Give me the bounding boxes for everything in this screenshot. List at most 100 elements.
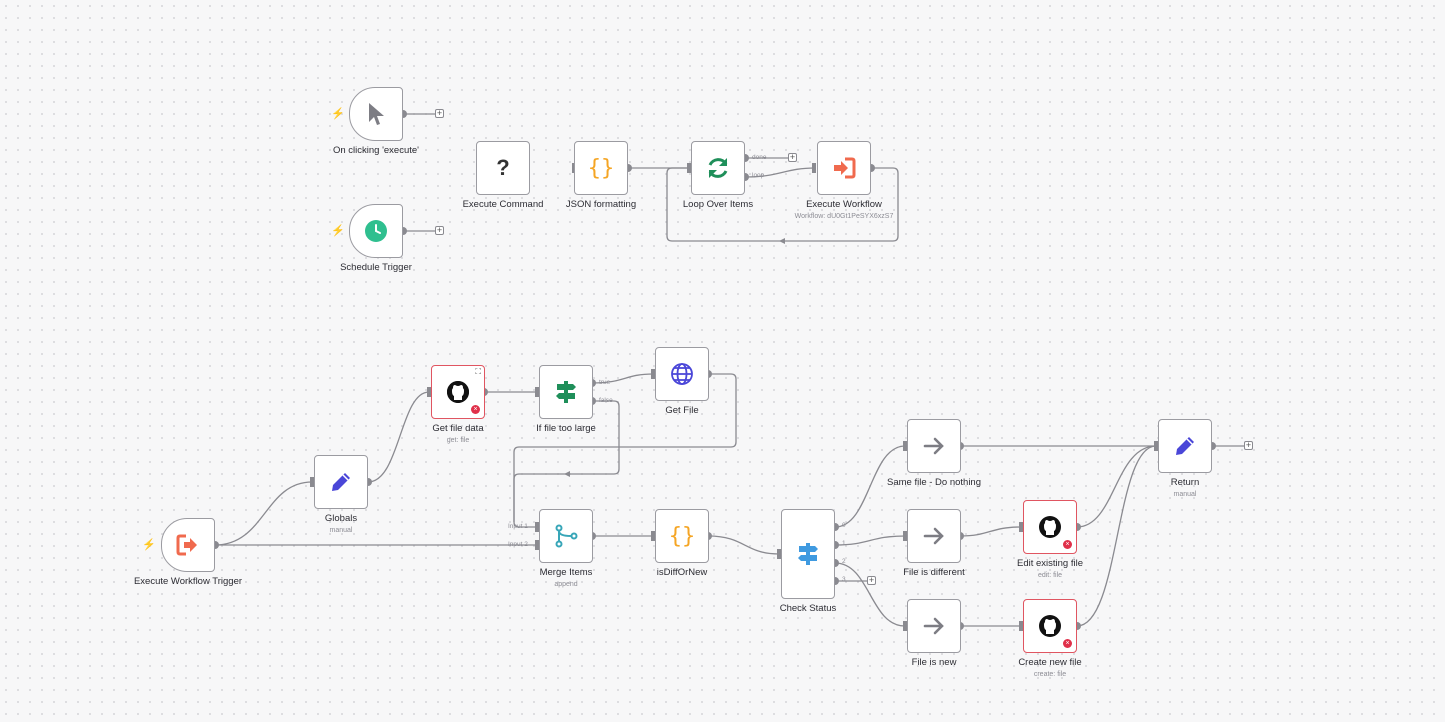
output-label-loop: loop [752,172,765,179]
wire-different-edit [959,526,1022,537]
wire-check0-same [834,445,906,528]
braces-icon: {} [587,155,615,181]
node-on-clicking-execute[interactable] [349,87,403,141]
node-label: Execute Workflow Trigger [133,576,243,587]
node-label: File is new [911,657,957,668]
wire-edit-return [1076,445,1157,528]
node-label: Same file - Do nothing [887,477,981,488]
wire-globals-getfiledata [367,391,430,483]
node-subtitle: manual [329,527,353,534]
output-label-2: 2 [842,558,846,565]
node-json-formatting[interactable]: {} [574,141,628,195]
expand-icon: ⛶ [475,367,481,376]
merge-icon [553,523,579,549]
wire-getfile-merge [513,373,737,522]
flow-arrow-false-merge [564,471,570,477]
node-label: Create new file [1018,657,1082,668]
node-label: Return [1170,477,1200,488]
node-check-status[interactable] [781,509,835,599]
input-label-2: Input 2 [508,541,528,548]
node-file-is-different[interactable] [907,509,961,563]
clock-icon [364,219,388,243]
node-get-file-data[interactable]: ⛶ × [431,365,485,419]
node-execute-command[interactable]: ? [476,141,530,195]
add-node-button[interactable]: + [867,575,876,585]
flow-arrow-back-loop [779,238,785,244]
github-icon [1038,515,1062,539]
wire-trigger-globals [214,481,313,546]
trigger-bolt-icon: ⚡ [331,225,345,237]
question-icon: ? [496,155,510,180]
node-globals[interactable] [314,455,368,509]
sign-out-icon [175,533,201,557]
node-label: Schedule Trigger [340,262,412,273]
node-is-diff-or-new[interactable]: {} [655,509,709,563]
output-label-true: true [599,379,611,386]
pen-icon [1173,434,1197,458]
wire-check1-different [834,535,906,546]
node-label: File is different [903,567,965,578]
node-label: Get File [665,405,699,416]
node-subtitle: create: file [1033,671,1067,678]
sign-in-icon [831,156,857,180]
node-label: If file too large [536,423,596,434]
node-execute-workflow[interactable] [817,141,871,195]
node-label: Globals [324,513,358,524]
refresh-icon [705,155,731,181]
add-node-button[interactable]: + [435,225,444,235]
node-label: isDiffOrNew [656,567,708,578]
github-icon [1038,614,1062,638]
arrow-right-icon [922,524,946,548]
wire-if-true-getfile [591,373,654,384]
node-subtitle: edit: file [1037,572,1063,579]
node-label: Edit existing file [1016,558,1083,569]
pen-icon [329,470,353,494]
wire-isdiff-check [707,535,780,555]
wire-create-return [1076,445,1157,627]
add-node-button[interactable]: + [1244,440,1253,450]
node-same-file[interactable] [907,419,961,473]
node-subtitle: Workflow: dU0Gt1PeSYX6xzS7 [794,213,894,220]
node-file-is-new[interactable] [907,599,961,653]
node-get-file[interactable] [655,347,709,401]
node-subtitle: manual [1173,491,1197,498]
switch-icon [795,541,821,567]
arrow-right-icon [922,434,946,458]
node-execute-workflow-trigger[interactable] [161,518,215,572]
node-label: Check Status [779,603,837,614]
output-label-0: 0 [842,522,846,529]
signpost-icon [553,379,579,405]
node-create-new-file[interactable]: × [1023,599,1077,653]
node-loop-over-items[interactable] [691,141,745,195]
error-icon: × [471,405,480,414]
output-label-1: 1 [842,540,846,547]
node-merge-items[interactable] [539,509,593,563]
github-icon [446,380,470,404]
node-if-file-too-large[interactable] [539,365,593,419]
braces-icon: {} [668,523,696,549]
output-label-3: 3 [842,576,846,583]
node-return[interactable] [1158,419,1212,473]
wire-check2-new [834,562,906,627]
error-icon: × [1063,540,1072,549]
cursor-icon [365,101,387,127]
add-node-button[interactable]: + [788,152,797,162]
error-icon: × [1063,639,1072,648]
node-label: Execute Workflow [806,199,882,210]
globe-icon [670,362,694,386]
node-subtitle: append [554,581,578,588]
node-schedule-trigger[interactable] [349,204,403,258]
input-label-1: Input 1 [508,523,528,530]
arrow-right-icon [922,614,946,638]
node-edit-existing-file[interactable]: × [1023,500,1077,554]
node-label: On clicking 'execute' [332,145,419,156]
trigger-bolt-icon: ⚡ [331,108,345,120]
node-label: Merge Items [539,567,593,578]
wire-loop-execwf [744,167,816,178]
node-label: JSON formatting [565,199,637,210]
node-subtitle: get: file [446,437,470,444]
add-node-button[interactable]: + [435,108,444,118]
output-label-done: done [752,154,767,161]
node-label: Get file data [432,423,484,434]
